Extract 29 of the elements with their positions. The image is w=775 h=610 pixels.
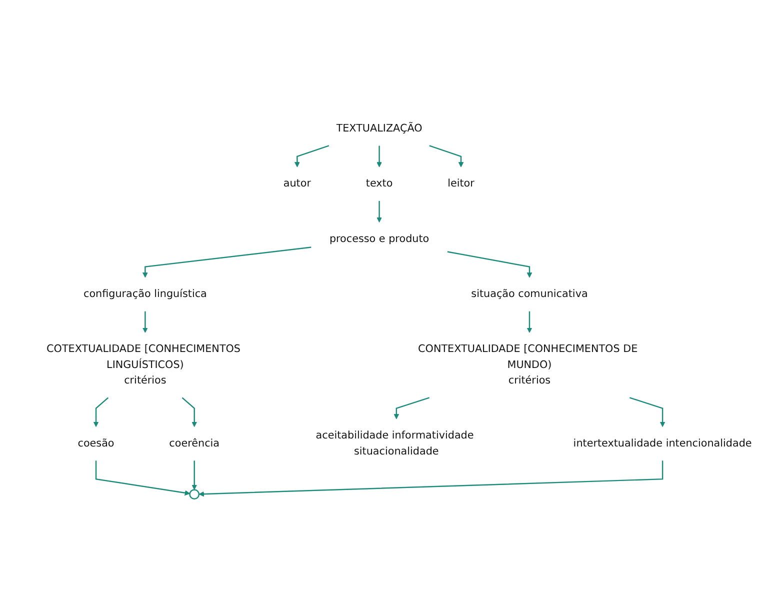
arrow — [198, 460, 664, 496]
node-text: coesão — [78, 436, 114, 449]
node-text: processo e produto — [329, 232, 430, 244]
node-text: texto — [366, 177, 393, 190]
node-text: CONTEXTUALIDADE [CONHECIMENTOS DE MUNDO) critérios — [418, 342, 638, 386]
node-text: intertextualidade intencionalidade — [573, 436, 752, 449]
arrow — [93, 396, 109, 427]
node-text: COTEXTUALIDADE [CONHECIMENTOS LINGUÍSTICOS) critérios — [46, 342, 241, 386]
node-text: situação comunicativa — [471, 287, 588, 300]
arrow — [142, 246, 312, 278]
arrow — [376, 200, 382, 222]
node-text: autor — [283, 177, 311, 190]
node-text: coerência — [169, 436, 220, 449]
arrow — [526, 310, 532, 333]
arrow — [192, 460, 198, 490]
node-text: aceitabilidade informatividade situacionalidade — [316, 428, 474, 457]
node-text: TEXTUALIZAÇÃO — [336, 122, 422, 134]
arrow — [447, 250, 532, 278]
arrow — [294, 144, 330, 167]
arrow — [95, 460, 190, 496]
arrow — [182, 396, 198, 427]
node-text: leitor — [448, 177, 474, 190]
node-circle — [189, 488, 200, 500]
arrow — [629, 396, 666, 427]
arrow — [376, 145, 382, 167]
arrow — [142, 310, 148, 333]
node-text: configuração linguística — [83, 287, 207, 300]
arrow — [429, 144, 464, 167]
arrow — [394, 396, 430, 419]
